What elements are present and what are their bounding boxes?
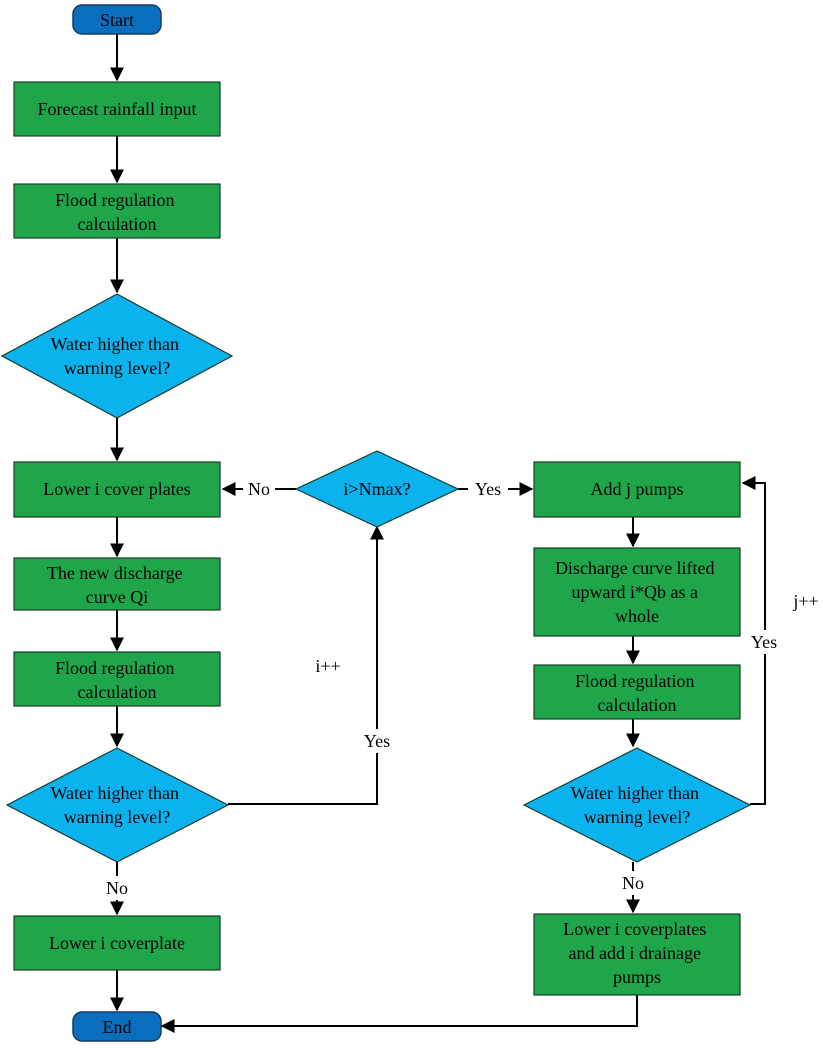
connectors <box>110 34 766 1033</box>
forecast-label: Forecast rainfall input <box>38 99 197 119</box>
label-no-bottom-left: No <box>106 878 128 898</box>
end-label: End <box>103 1017 132 1037</box>
lower-add-label: Lower i coverplates and add i drainage p… <box>563 919 710 987</box>
label-bg-yes-j <box>744 630 784 654</box>
curve-lifted-line-3: whole <box>615 606 659 626</box>
flood-calc-3-label: Flood regulation calculation <box>575 671 699 715</box>
lower-add-line-3: pumps <box>613 967 661 987</box>
curve-lifted-line-1: Discharge curve lifted <box>555 558 715 578</box>
label-yes-loop-j: Yes <box>751 632 777 652</box>
start-label: Start <box>100 10 134 30</box>
flood-calc-3-line-2: calculation <box>598 695 677 715</box>
decision-2-line-2: warning level? <box>64 807 170 827</box>
decision-3-line-1: Water higher than <box>571 783 700 803</box>
decision-3-line-2: warning level? <box>584 807 690 827</box>
label-yes-right: Yes <box>475 479 501 499</box>
label-j-plus: j++ <box>792 591 818 611</box>
flood-calc-2-label: Flood regulation calculation <box>55 658 179 702</box>
flood-calc-1-line-2: calculation <box>78 214 157 234</box>
new-curve-line-1: The new discharge <box>47 563 183 583</box>
flood-calc-3-box: Flood regulation calculation <box>533 664 741 720</box>
decision-1-label: Water higher than warning level? <box>51 334 184 378</box>
decision-2-diamond: Water higher than warning level? <box>5 747 230 863</box>
lower-coverplate-box: Lower i coverplate <box>13 915 221 971</box>
decision-3-diamond: Water higher than warning level? <box>522 747 752 863</box>
flood-calc-1-label: Flood regulation calculation <box>55 190 179 234</box>
label-yes-loop-i: Yes <box>364 731 390 751</box>
lower-plates-label: Lower i cover plates <box>43 479 190 499</box>
flood-calc-1-box: Flood regulation calculation <box>13 183 221 239</box>
flood-calc-2-line-2: calculation <box>78 682 157 702</box>
new-curve-line-2: curve Qi <box>86 587 148 607</box>
label-no-bottom-right: No <box>622 873 644 893</box>
add-pumps-label: Add j pumps <box>590 479 683 499</box>
label-no-left: No <box>248 479 270 499</box>
add-pumps-box: Add j pumps <box>533 461 741 518</box>
label-bg-yes <box>468 478 508 500</box>
label-bg-no-right <box>617 871 649 895</box>
curve-lifted-box: Discharge curve lifted upward i*Qb as a … <box>533 547 741 637</box>
arrow-loweradd-end <box>160 995 638 1033</box>
decision-1-diamond: Water higher than warning level? <box>0 293 234 419</box>
label-bg-no <box>243 478 275 500</box>
lower-plates-box: Lower i cover plates <box>13 461 221 518</box>
lower-add-line-2: and add i drainage <box>569 943 701 963</box>
decision-1-line-1: Water higher than <box>51 334 180 354</box>
flood-calc-3-line-1: Flood regulation <box>575 671 695 691</box>
end-terminal: End <box>72 1011 162 1042</box>
flood-calc-1-line-1: Flood regulation <box>55 190 175 210</box>
forecast-box: Forecast rainfall input <box>13 81 221 137</box>
label-bg-no-left <box>101 876 133 900</box>
lower-coverplate-label: Lower i coverplate <box>49 933 185 953</box>
flood-calc-2-line-1: Flood regulation <box>55 658 175 678</box>
lower-add-box: Lower i coverplates and add i drainage p… <box>533 913 741 996</box>
flood-calc-2-box: Flood regulation calculation <box>13 651 221 707</box>
label-bg-yes-i <box>358 729 396 753</box>
new-curve-label: The new discharge curve Qi <box>47 563 187 607</box>
new-curve-box: The new discharge curve Qi <box>13 557 221 611</box>
start-terminal: Start <box>72 4 162 35</box>
decision-3-label: Water higher than warning level? <box>571 783 704 827</box>
lower-add-line-1: Lower i coverplates <box>563 919 706 939</box>
curve-lifted-label: Discharge curve lifted upward i*Qb as a … <box>555 558 719 626</box>
nmax-label: i>Nmax? <box>343 479 410 499</box>
label-i-plus: i++ <box>315 656 340 676</box>
decision-1-line-2: warning level? <box>64 358 170 378</box>
decision-2-line-1: Water higher than <box>51 783 180 803</box>
arrow-decision2-yes-loop <box>228 525 384 805</box>
curve-lifted-line-2: upward i*Qb as a <box>572 582 698 602</box>
nmax-diamond: i>Nmax? <box>294 450 460 528</box>
decision-2-label: Water higher than warning level? <box>51 783 184 827</box>
